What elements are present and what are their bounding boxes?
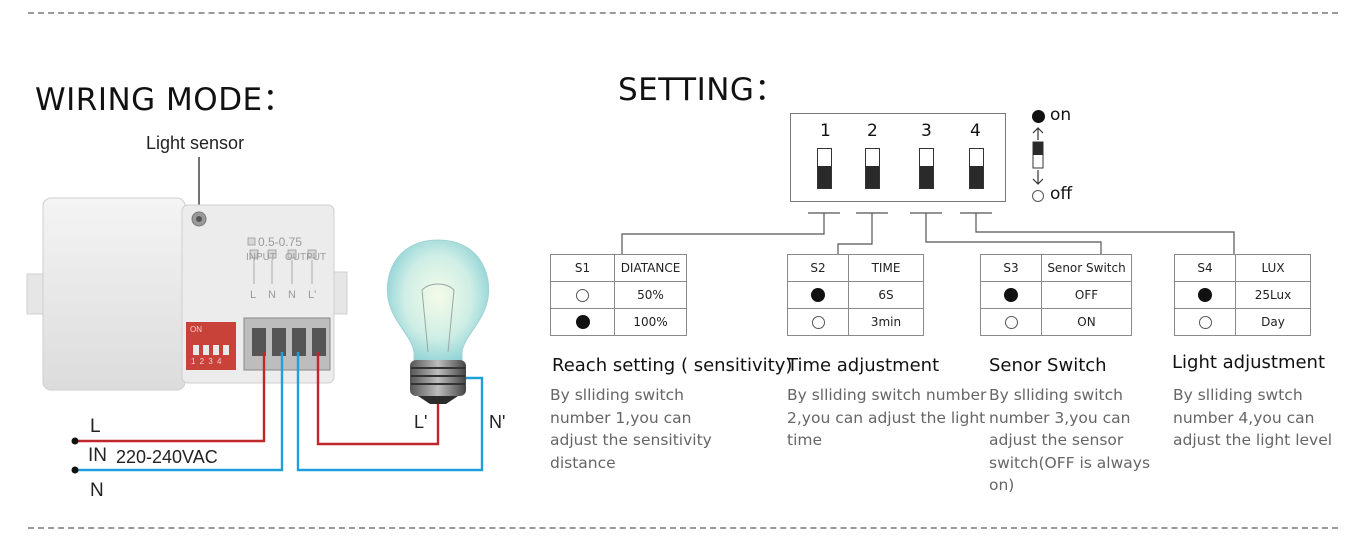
empty-dot-icon <box>811 316 825 329</box>
light-sensor-label: Light sensor <box>146 133 245 153</box>
dip-switch-1[interactable] <box>817 148 832 189</box>
wiring-mode-title: WIRING MODE： <box>35 82 295 118</box>
section-desc-reach: By slliding switch number 1,you can adju… <box>550 386 712 472</box>
empty-dot-icon <box>576 289 589 302</box>
module-input-label: INPUT <box>246 252 276 263</box>
dip-switch-2[interactable] <box>865 148 880 189</box>
empty-dot-icon <box>1198 316 1212 329</box>
wire-N-blue <box>75 352 284 472</box>
dip-number-3: 3 <box>921 121 932 141</box>
wire-N-out-blue <box>296 352 484 472</box>
terminal-label-1: L <box>250 289 257 301</box>
module-dip-on-label: ON <box>190 325 202 334</box>
line-IN-label: IN <box>88 445 107 466</box>
section-heading-light: Light adjustment <box>1172 352 1326 373</box>
filled-dot-icon <box>575 315 590 330</box>
table-header: S2 <box>787 254 849 282</box>
table-cell: ON <box>1041 308 1132 336</box>
terminal-dot-N <box>71 466 79 474</box>
bulb-L-label: L' <box>414 412 428 432</box>
table-header: S1 <box>550 254 615 282</box>
dip-number-2: 2 <box>867 121 878 141</box>
legend-switch-icon <box>1032 127 1044 185</box>
bottom-dashed-divider <box>28 527 1338 529</box>
table-cell: Day <box>1235 308 1311 336</box>
dip-number-4: 4 <box>970 121 981 141</box>
terminal-label-4: L' <box>308 289 317 301</box>
light-bulb-icon <box>386 239 490 404</box>
setting-title: SETTING： <box>618 72 786 108</box>
voltage-label: 220-240VAC <box>116 447 218 467</box>
module-output-label: OUTPUT <box>285 252 327 263</box>
table-header: S4 <box>1174 254 1236 282</box>
legend-off-label: off <box>1050 184 1073 204</box>
legend-on-dot-icon <box>1032 110 1045 123</box>
top-dashed-divider <box>28 12 1338 14</box>
section-heading-sensor: Senor Switch <box>989 355 1107 376</box>
line-N-label: N <box>90 480 104 501</box>
wire-L-out-red <box>316 352 440 446</box>
section-heading-reach: Reach setting ( sensitivity) <box>552 355 793 376</box>
terminal-label-3: N <box>288 289 296 301</box>
dip-switch-panel <box>790 113 1006 202</box>
table-header: Senor Switch <box>1041 254 1132 282</box>
table-cell: 3min <box>848 308 924 336</box>
table-header: LUX <box>1235 254 1311 282</box>
table-header: TIME <box>848 254 924 282</box>
dip-switch-4[interactable] <box>969 148 984 189</box>
dip-switch-3[interactable] <box>919 148 934 189</box>
table-header: S3 <box>980 254 1042 282</box>
legend-off-dot-icon <box>1032 190 1044 202</box>
terminal-dot-L <box>71 437 79 445</box>
table-cell: 25Lux <box>1235 281 1311 309</box>
terminal-label-2: N <box>268 289 276 301</box>
filled-dot-icon <box>811 288 825 303</box>
section-desc-light: By slliding swtch number 4,you can adjus… <box>1173 386 1333 449</box>
filled-dot-icon <box>1198 288 1212 303</box>
section-desc-time: By slliding switch number 2,you can adju… <box>787 386 987 449</box>
module-dip-numbers: 1 2 3 4 <box>191 357 223 366</box>
line-L-label: L <box>90 416 101 437</box>
filled-dot-icon <box>1004 288 1018 303</box>
bulb-N-label: N' <box>489 412 506 432</box>
table-cell: 6S <box>848 281 924 309</box>
legend-on-label: on <box>1050 105 1072 125</box>
table-cell: 100% <box>614 308 687 336</box>
wire-L-red <box>75 352 266 443</box>
section-desc-sensor: By slliding switch number 3,you can adju… <box>989 386 1151 494</box>
table-header: DIATANCE <box>614 254 687 282</box>
dip-number-1: 1 <box>820 121 831 141</box>
table-cell: 50% <box>614 281 687 309</box>
section-heading-time: Time adjustment <box>787 355 940 376</box>
table-cell: OFF <box>1041 281 1132 309</box>
empty-dot-icon <box>1004 316 1018 329</box>
module-rating-label: 0.5-0.75 <box>258 235 303 249</box>
wiring-diagram <box>26 157 490 474</box>
sensor-module <box>26 197 348 391</box>
